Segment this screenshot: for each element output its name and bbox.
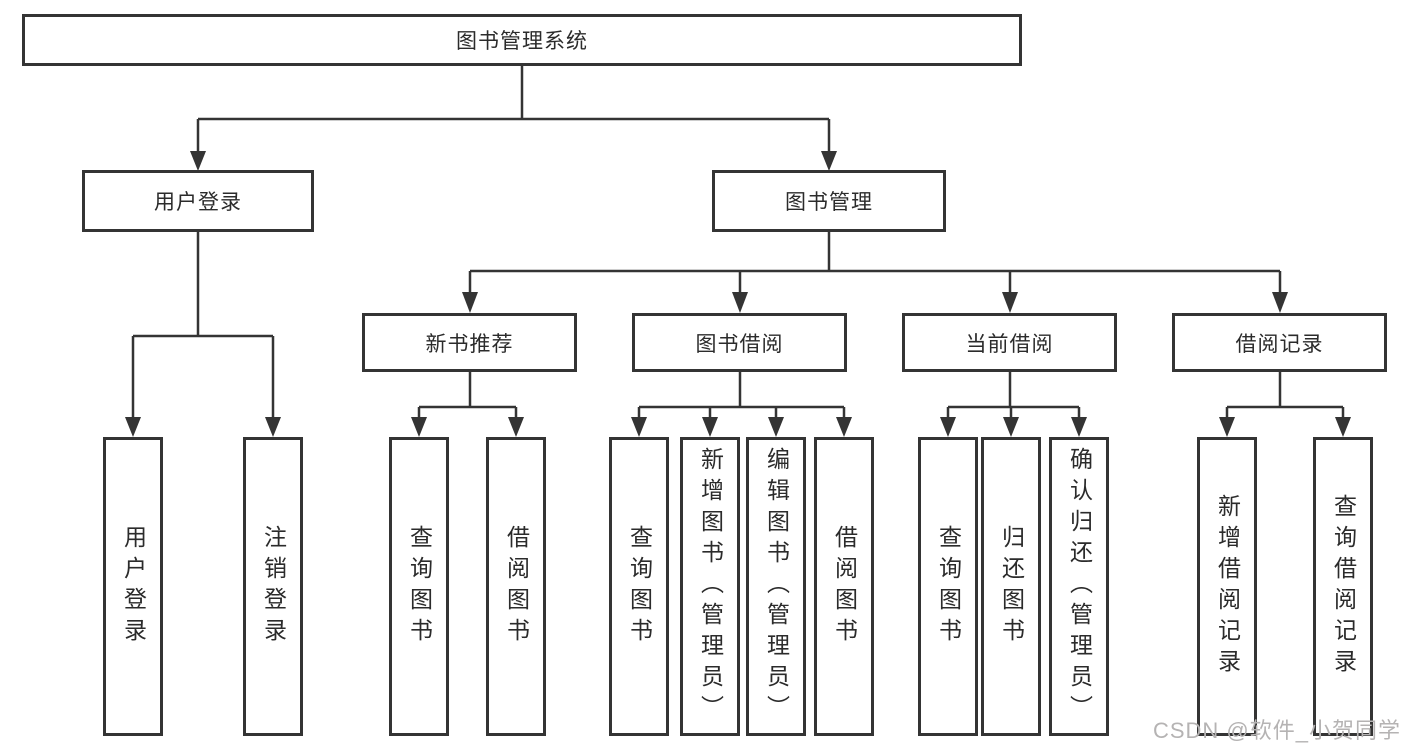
- node-book-management: 图书管理: [712, 170, 946, 232]
- leaf-confirm-return-admin: 确认归还（管理员）: [1049, 437, 1109, 736]
- node-book-management-label: 图书管理: [785, 191, 873, 214]
- leaf-logout: 注销登录: [243, 437, 303, 736]
- arrowhead: [940, 417, 956, 437]
- leaf-recommend-query-books: 查询图书: [389, 437, 449, 736]
- arrowhead: [125, 417, 141, 437]
- leaf-query-borrow-record-label: 查询借阅记录: [1330, 493, 1357, 680]
- leaf-return-books-label: 归还图书: [998, 524, 1025, 649]
- leaf-recommend-borrow-books-label: 借阅图书: [503, 524, 530, 649]
- leaf-add-books-admin-label: 新增图书（管理员）: [697, 447, 724, 726]
- arrowhead: [265, 417, 281, 437]
- leaf-recommend-borrow-books: 借阅图书: [486, 437, 546, 736]
- leaf-logout-label: 注销登录: [260, 524, 287, 649]
- node-library-system-label: 图书管理系统: [456, 30, 588, 53]
- node-user-login: 用户登录: [82, 170, 314, 232]
- arrowhead: [631, 417, 647, 437]
- leaf-current-query-books: 查询图书: [918, 437, 978, 736]
- leaf-add-borrow-record: 新增借阅记录: [1197, 437, 1257, 736]
- leaf-borrow-query-books-label: 查询图书: [626, 524, 653, 649]
- node-current-borrow: 当前借阅: [902, 313, 1117, 372]
- arrowhead: [508, 417, 524, 437]
- node-book-borrow-label: 图书借阅: [695, 332, 784, 356]
- arrowhead: [1071, 417, 1087, 437]
- arrowhead: [768, 417, 784, 437]
- node-new-book-recommend-label: 新书推荐: [425, 332, 514, 356]
- arrowhead: [1003, 417, 1019, 437]
- arrowhead: [1335, 417, 1351, 437]
- node-library-system: 图书管理系统: [22, 14, 1022, 66]
- leaf-user-login: 用户登录: [103, 437, 163, 736]
- node-user-login-label: 用户登录: [154, 191, 242, 214]
- leaf-edit-books-admin-label: 编辑图书（管理员）: [763, 447, 790, 726]
- leaf-recommend-query-books-label: 查询图书: [406, 524, 433, 649]
- leaf-borrow-books: 借阅图书: [814, 437, 874, 736]
- arrowhead: [702, 417, 718, 437]
- leaf-borrow-books-label: 借阅图书: [831, 524, 858, 649]
- arrowhead: [1272, 292, 1288, 313]
- arrowhead: [1219, 417, 1235, 437]
- arrowhead: [411, 417, 427, 437]
- arrowhead: [836, 417, 852, 437]
- leaf-borrow-query-books: 查询图书: [609, 437, 669, 736]
- node-current-borrow-label: 当前借阅: [965, 332, 1054, 356]
- leaf-confirm-return-admin-label: 确认归还（管理员）: [1066, 447, 1093, 726]
- leaf-query-borrow-record: 查询借阅记录: [1313, 437, 1373, 736]
- node-book-borrow: 图书借阅: [632, 313, 847, 372]
- leaf-add-borrow-record-label: 新增借阅记录: [1214, 493, 1241, 680]
- node-borrow-records: 借阅记录: [1172, 313, 1387, 372]
- node-new-book-recommend: 新书推荐: [362, 313, 577, 372]
- leaf-user-login-label: 用户登录: [120, 524, 147, 649]
- arrowhead: [190, 151, 206, 171]
- leaf-return-books: 归还图书: [981, 437, 1041, 736]
- leaf-add-books-admin: 新增图书（管理员）: [680, 437, 740, 736]
- leaf-edit-books-admin: 编辑图书（管理员）: [746, 437, 806, 736]
- leaf-current-query-books-label: 查询图书: [935, 524, 962, 649]
- arrowhead: [821, 151, 837, 171]
- arrowhead: [1002, 292, 1018, 313]
- arrowhead: [462, 292, 478, 313]
- node-borrow-records-label: 借阅记录: [1235, 332, 1324, 356]
- arrowhead: [732, 292, 748, 313]
